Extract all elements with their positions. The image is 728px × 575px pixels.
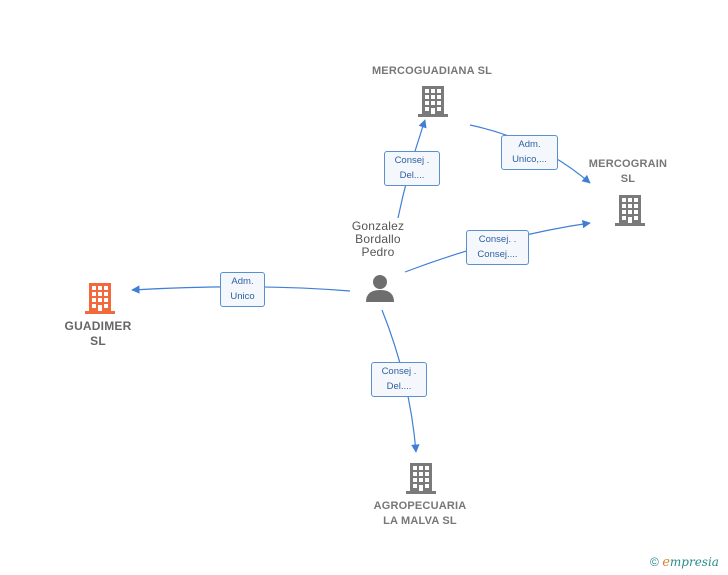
agropecuaria-label[interactable]: AGROPECUARIA LA MALVA SL	[350, 499, 490, 529]
role-line: Del....	[399, 170, 425, 181]
role-line: Consej .	[394, 155, 430, 166]
brand-logo: © empresia	[650, 555, 719, 570]
role-line: Adm.	[231, 276, 254, 287]
mercoguadiana-label-line: MERCOGUADIANA SL	[371, 65, 493, 77]
role-line: Consej .	[381, 366, 417, 377]
role-line: Adm.	[518, 139, 541, 150]
role-box-mercoguadiana[interactable]: Consej . Del....	[384, 151, 440, 186]
role-box-guadimer[interactable]: Adm. Unico	[220, 272, 265, 307]
guadimer-label-line: SL	[90, 334, 106, 348]
guadimer-label[interactable]: GUADIMER SL	[48, 319, 148, 349]
mercograin-building-icon[interactable]	[615, 195, 645, 226]
mercoguadiana-building-icon[interactable]	[418, 86, 448, 117]
brand-initial: e	[662, 555, 670, 570]
person-label[interactable]: Gonzalez Bordallo Pedro	[328, 220, 428, 259]
person-label-line: Pedro	[361, 245, 395, 259]
role-box-agropecuaria[interactable]: Consej . Del....	[371, 362, 427, 397]
guadimer-building-icon[interactable]	[85, 283, 115, 314]
person-icon[interactable]	[366, 275, 394, 302]
copyright-symbol: ©	[650, 555, 659, 569]
agropecuaria-label-line: LA MALVA SL	[383, 515, 457, 527]
mercograin-label[interactable]: MERCOGRAIN SL	[578, 157, 678, 187]
mercograin-label-line: SL	[620, 173, 636, 185]
mercograin-label-line: MERCOGRAIN	[588, 158, 668, 170]
person-label-line: Gonzalez	[351, 219, 405, 233]
person-label-line: Bordallo	[355, 232, 401, 246]
agropecuaria-label-line: AGROPECUARIA	[373, 500, 467, 512]
agropecuaria-building-icon[interactable]	[406, 463, 436, 494]
role-line: Consej. .	[478, 234, 517, 245]
role-line: Unico	[230, 291, 255, 302]
role-box-mercoguadiana-mercograin[interactable]: Adm. Unico,...	[501, 135, 558, 170]
brand-name: mpresia	[669, 555, 719, 569]
role-line: Consej....	[477, 249, 518, 260]
role-line: Del....	[386, 381, 412, 392]
role-line: Unico,...	[512, 154, 547, 165]
guadimer-label-line: GUADIMER	[64, 319, 132, 333]
mercoguadiana-label[interactable]: MERCOGUADIANA SL	[352, 64, 512, 79]
role-box-mercograin[interactable]: Consej. . Consej....	[466, 230, 529, 265]
